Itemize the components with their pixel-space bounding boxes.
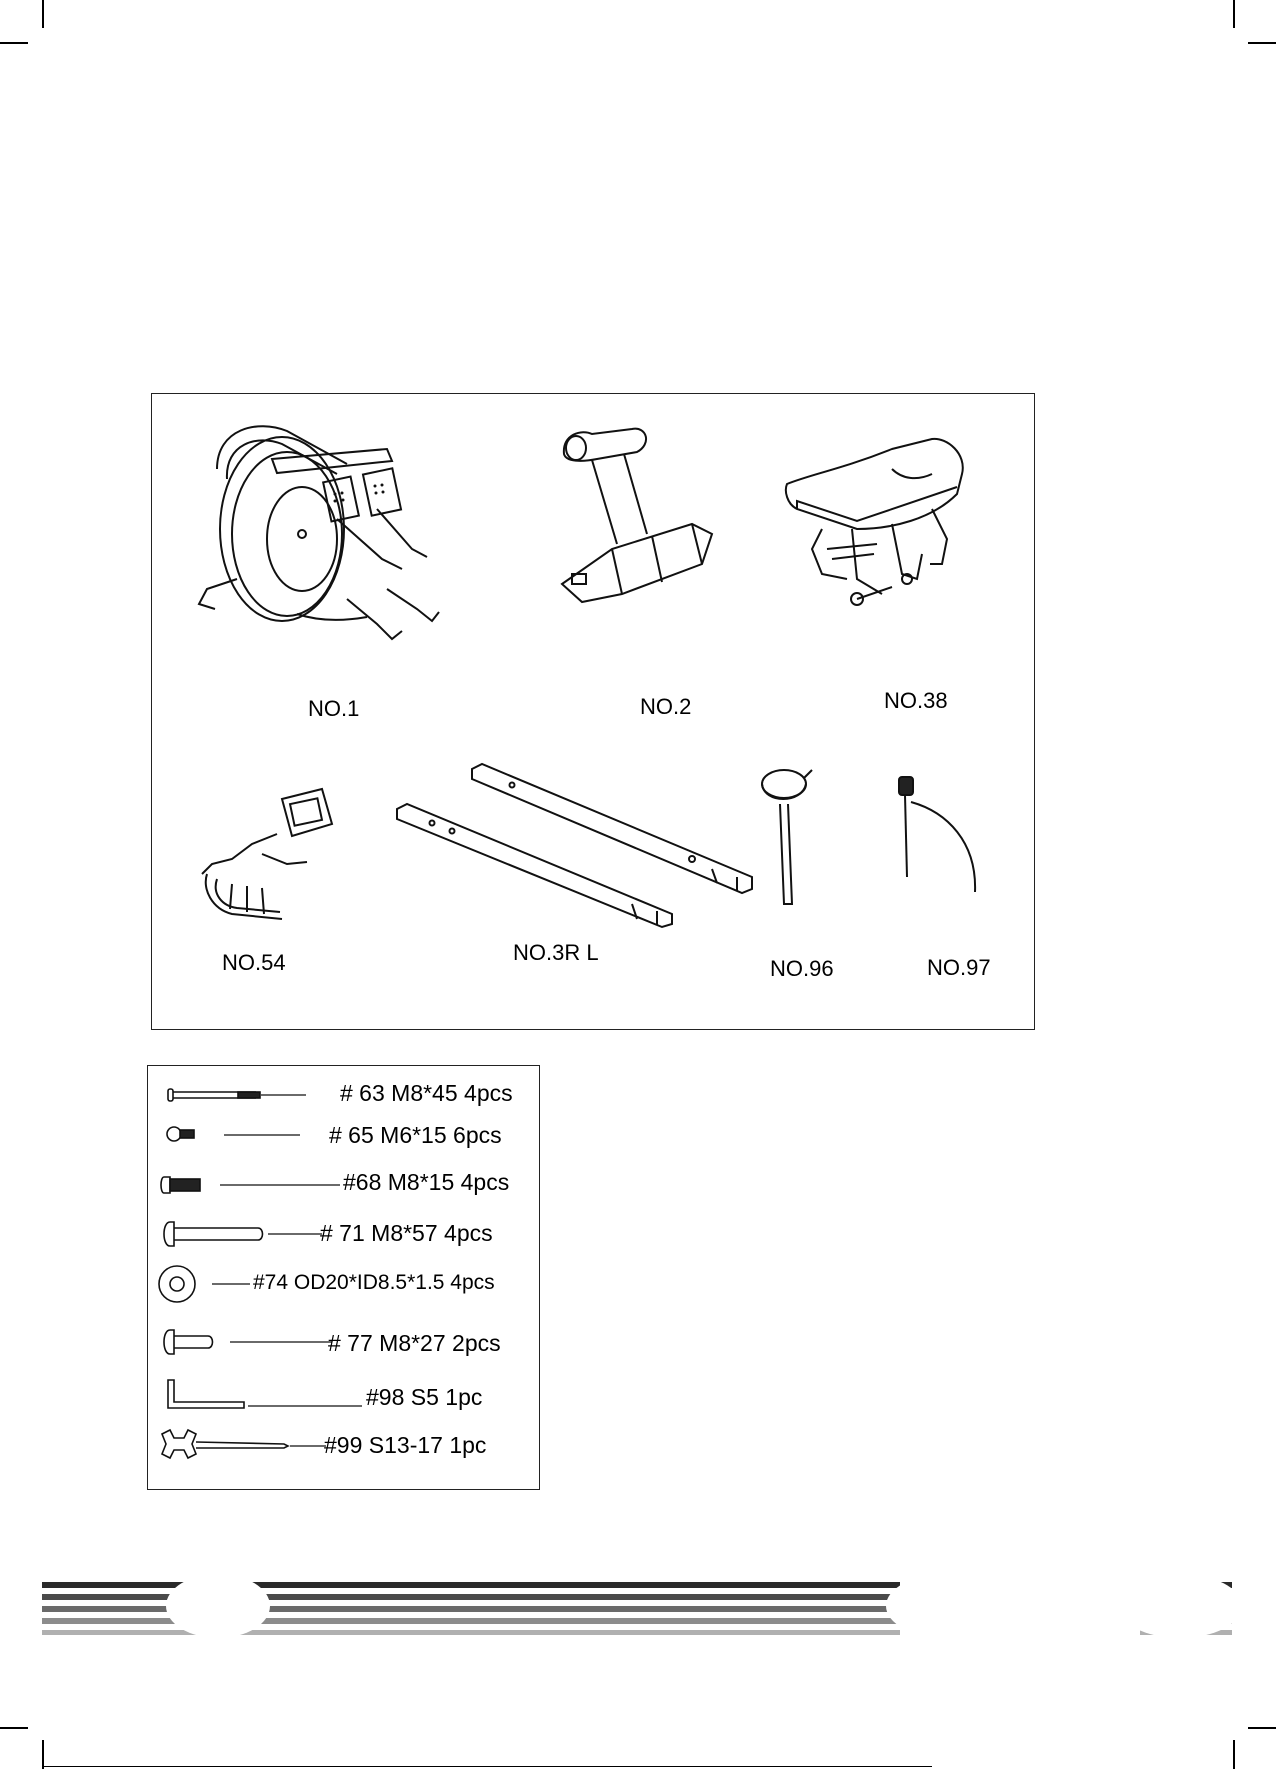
hardware-text: # 63 M8*45 4pcs [340, 1080, 513, 1107]
hardware-text: # 65 M6*15 6pcs [329, 1122, 502, 1149]
hardware-row: # 77 M8*27 2pcs [148, 1324, 539, 1364]
rower-main-frame-icon [177, 409, 447, 669]
axle-bolt-icon [162, 1220, 322, 1248]
small-button-screw-icon [166, 1122, 306, 1146]
crop-mark [1233, 0, 1235, 28]
crop-mark [1233, 1740, 1235, 1769]
hardware-row: # 71 M8*57 4pcs [148, 1214, 539, 1254]
crop-mark [42, 1740, 44, 1769]
front-stabilizer-icon [552, 424, 742, 614]
seat-icon [782, 429, 982, 629]
part-label-no3rl: NO.3R L [513, 940, 599, 966]
part-label-no38: NO.38 [884, 688, 948, 714]
parts-list-box: NO.1 NO.2 NO.38 NO.54 NO.3R L NO.96 NO.9… [151, 393, 1035, 1030]
funnel-icon [752, 764, 822, 914]
crop-mark [1248, 42, 1276, 44]
allen-key-icon [166, 1378, 366, 1414]
part-label-no1: NO.1 [308, 696, 359, 722]
crop-mark [1248, 1727, 1276, 1729]
hardware-row: #99 S13-17 1pc [148, 1424, 539, 1464]
part-label-no54: NO.54 [222, 950, 286, 976]
hardware-text: #68 M8*15 4pcs [343, 1169, 509, 1196]
hardware-text: #98 S5 1pc [366, 1384, 482, 1411]
button-screw-icon [160, 1173, 340, 1197]
hardware-list-box: # 63 M8*45 4pcs # 65 M6*15 6pcs #68 M8*1… [147, 1065, 540, 1490]
hardware-text: # 77 M8*27 2pcs [328, 1330, 501, 1357]
crop-mark [0, 42, 28, 44]
hardware-row: #68 M8*15 4pcs [148, 1165, 539, 1205]
long-bolt-icon [166, 1086, 306, 1104]
hardware-row: #74 OD20*ID8.5*1.5 4pcs [148, 1263, 539, 1303]
hardware-row: # 65 M6*15 6pcs [148, 1114, 539, 1154]
hardware-row: # 63 M8*45 4pcs [148, 1074, 539, 1114]
crop-mark [0, 1727, 28, 1729]
part-label-no2: NO.2 [640, 694, 691, 720]
crop-mark [42, 0, 44, 28]
hardware-text: #99 S13-17 1pc [324, 1432, 486, 1459]
combination-wrench-icon [156, 1424, 336, 1468]
rail-pair-icon [392, 759, 772, 929]
monitor-bracket-icon [192, 784, 352, 924]
part-label-no97: NO.97 [927, 955, 991, 981]
part-label-no96: NO.96 [770, 956, 834, 982]
short-axle-bolt-icon [162, 1328, 332, 1356]
washer-icon [156, 1263, 256, 1303]
hand-pump-icon [887, 772, 987, 922]
hardware-row: #98 S5 1pc [148, 1378, 539, 1418]
footer-stripe-band [0, 1570, 1276, 1640]
hardware-text: #74 OD20*ID8.5*1.5 4pcs [253, 1271, 495, 1295]
hardware-text: # 71 M8*57 4pcs [320, 1220, 493, 1247]
bottom-rule [42, 1766, 932, 1767]
